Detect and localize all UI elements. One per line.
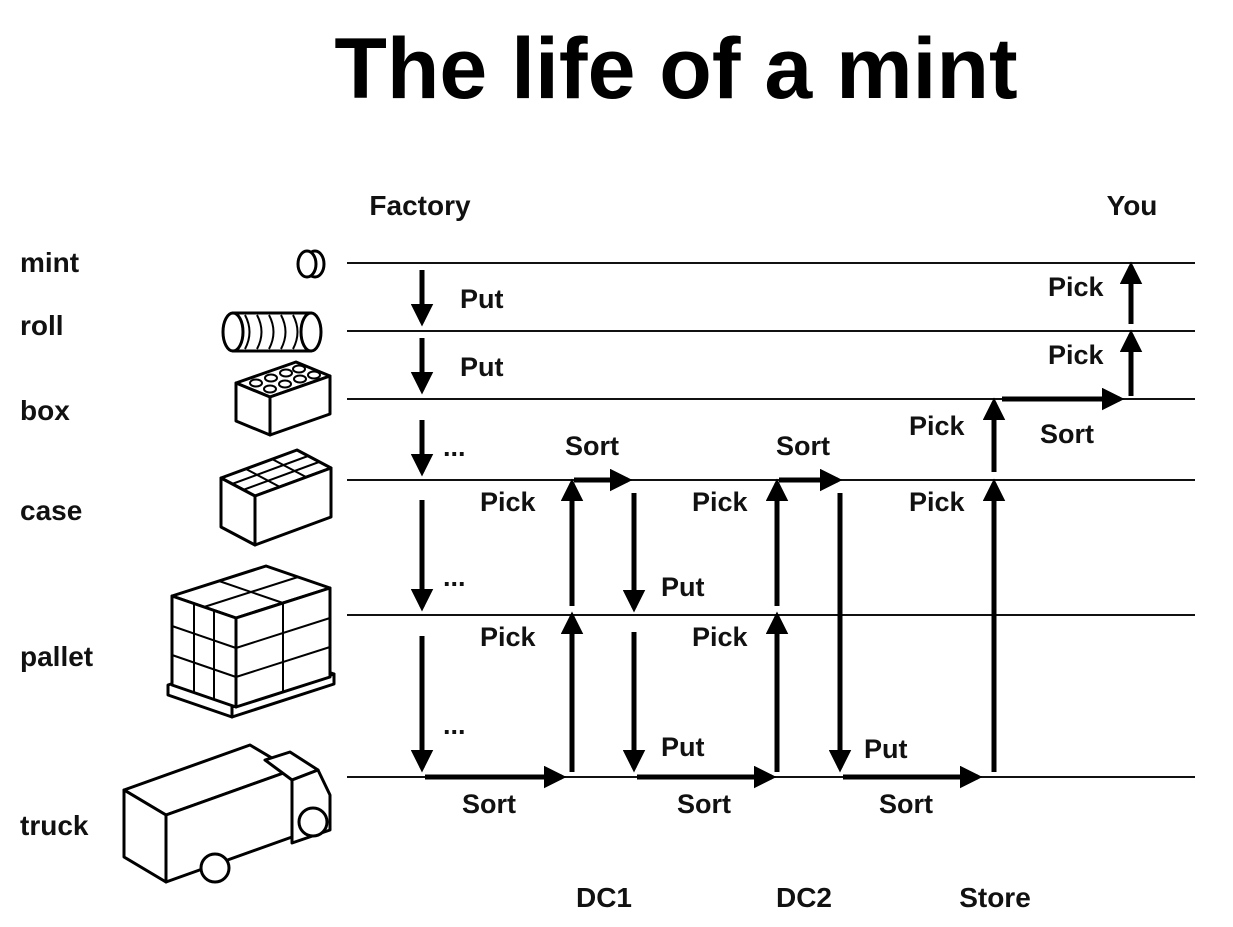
sort-label: Sort [879,789,933,819]
put-label: Put [864,734,908,764]
mint-icon [296,249,326,279]
put-label: Put [460,284,504,314]
level-label-roll: roll [20,310,64,341]
level-label-box: box [20,395,70,426]
sort-label: Sort [462,789,516,819]
pick-label: Pick [909,411,966,441]
pick-label: Pick [909,487,966,517]
pick-label: Pick [692,622,749,652]
level-label-case: case [20,495,82,526]
pick-label: Pick [1048,272,1105,302]
truck-icon [122,743,332,884]
column-store: Store [959,882,1031,913]
sort-label: Sort [1040,419,1094,449]
put-label: Put [460,352,504,382]
sort-label: Sort [776,431,830,461]
level-label-pallet: pallet [20,641,93,672]
pick-label: Pick [692,487,749,517]
roll-icon [221,311,323,353]
column-dc2: DC2 [776,882,832,913]
column-dc1: DC1 [576,882,632,913]
level-label-truck: truck [20,810,89,841]
pick-label: Pick [480,622,537,652]
ellipsis-label: ... [443,710,466,740]
box-icon [234,360,332,437]
page-title: The life of a mint [334,21,1017,117]
case-icon [219,448,333,547]
sort-label: Sort [677,789,731,819]
pick-label: Pick [480,487,537,517]
column-you: You [1107,190,1158,221]
level-label-mint: mint [20,247,79,278]
pallet-icon [166,564,336,719]
sort-label: Sort [565,431,619,461]
column-factory: Factory [369,190,471,221]
put-label: Put [661,572,705,602]
ellipsis-label: ... [443,562,466,592]
put-label: Put [661,732,705,762]
ellipsis-label: ... [443,432,466,462]
pick-label: Pick [1048,340,1105,370]
